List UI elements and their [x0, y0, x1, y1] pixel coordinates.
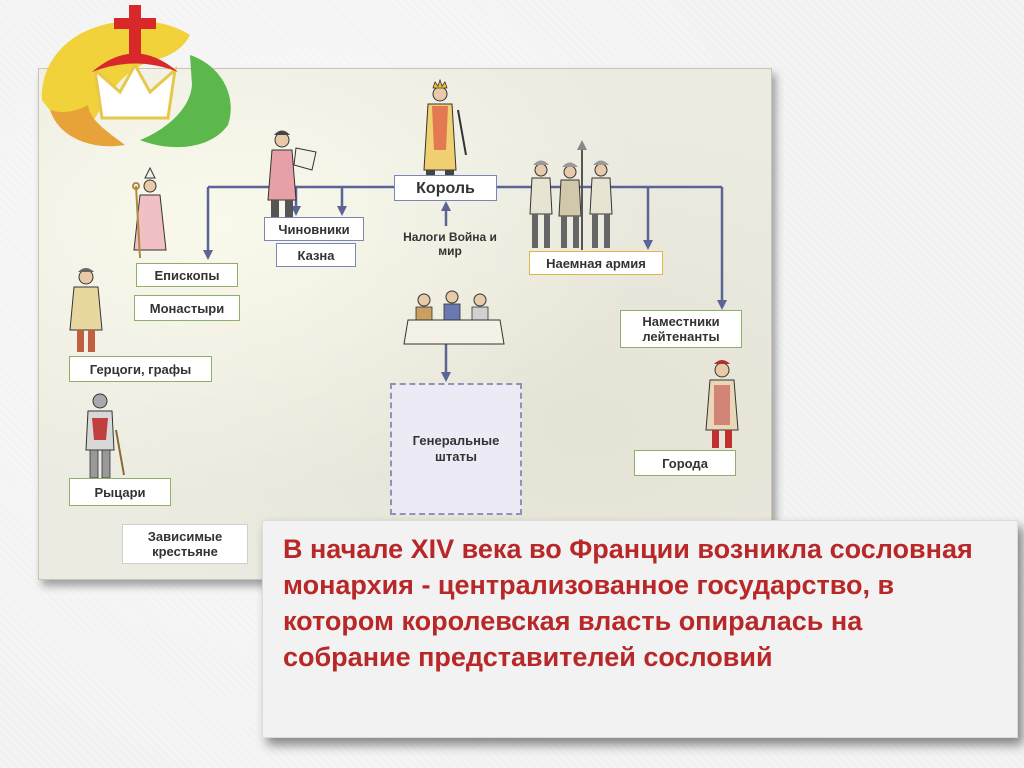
officials-box: Чиновники [264, 217, 364, 241]
townsman-figure-icon [705, 360, 739, 448]
bishops-label: Епископы [154, 267, 220, 283]
cities-label: Города [662, 455, 708, 471]
army-label: Наемная армия [546, 255, 646, 271]
monasteries-label: Монастыри [149, 300, 225, 316]
cross-crown-logo-icon [41, 5, 231, 148]
general-estates-label: Генеральные штаты [412, 433, 500, 464]
governors-label: Наместники лейтенанты [642, 314, 720, 344]
king-label: Король [416, 179, 475, 197]
army-box: Наемная армия [529, 251, 663, 275]
statement-box: В начале XIV века во Франции возникла со… [262, 520, 1018, 738]
governors-box: Наместники лейтенанты [620, 310, 742, 348]
knight-figure-icon [85, 393, 125, 479]
bishop-figure-icon [132, 166, 167, 259]
officials-label: Чиновники [278, 221, 350, 237]
treasury-box: Казна [276, 243, 356, 267]
duke-figure-icon [69, 268, 103, 352]
peasants-box: Зависимые крестьяне [122, 524, 248, 564]
bishops-box: Епископы [136, 263, 238, 287]
soldiers-figure-icon [529, 140, 613, 250]
king-box: Король [394, 175, 497, 201]
general-estates-box: Генеральные штаты [390, 383, 522, 515]
assembly-figure-icon [403, 290, 505, 345]
knights-label: Рыцари [94, 484, 146, 500]
statement-text: В начале XIV века во Франции возникла со… [283, 534, 973, 672]
official-figure-icon [267, 130, 317, 220]
treasury-label: Казна [297, 247, 335, 263]
knights-box: Рыцари [69, 478, 171, 506]
taxes-label: Налоги Война и мир [403, 230, 497, 258]
monasteries-box: Монастыри [134, 295, 240, 321]
dukes-label: Герцоги, графы [89, 361, 192, 377]
peasants-label: Зависимые крестьяне [147, 529, 223, 559]
cities-box: Города [634, 450, 736, 476]
dukes-box: Герцоги, графы [69, 356, 212, 382]
king-figure-icon [423, 78, 467, 176]
